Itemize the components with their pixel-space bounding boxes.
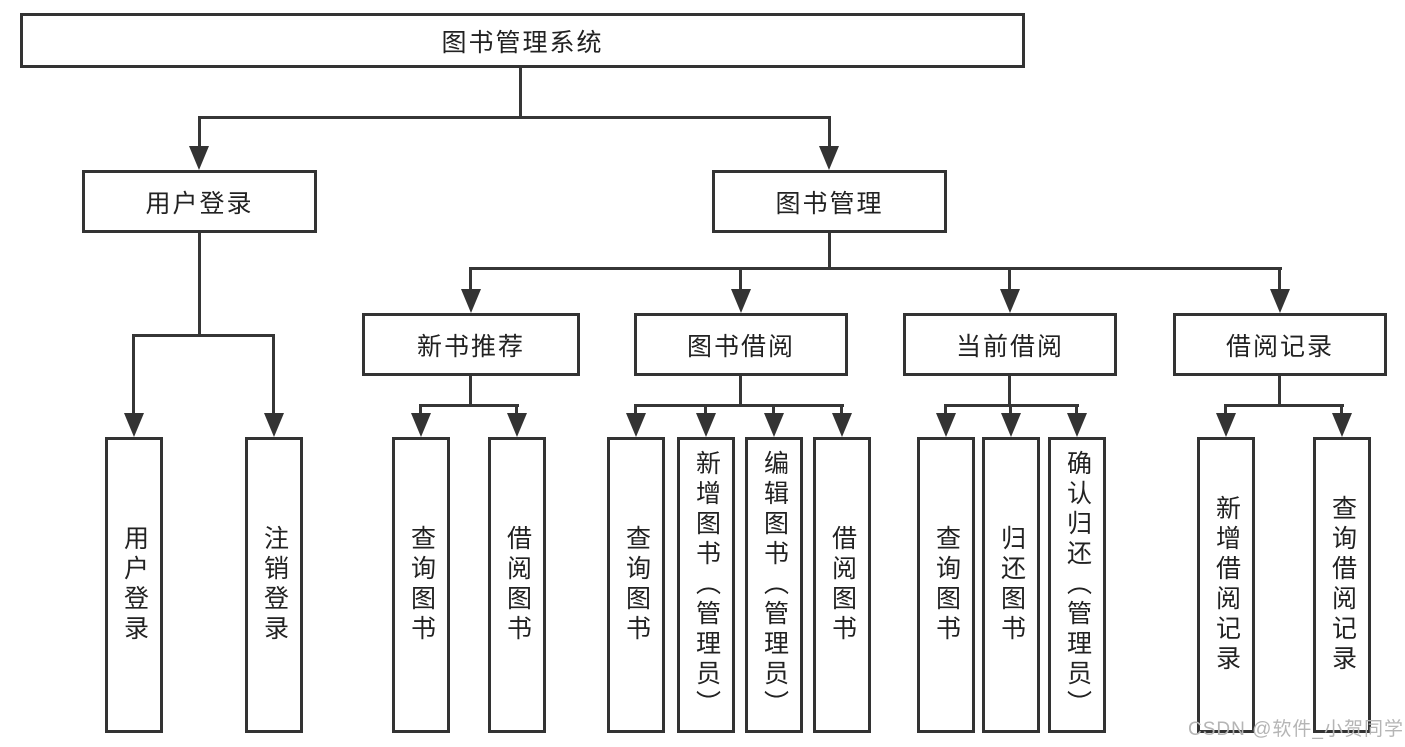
connector-leaf-drop <box>704 404 707 417</box>
leaf-edit-books-admin: 编辑图书（管理员） <box>745 437 803 733</box>
connector-group-stem <box>1008 374 1011 407</box>
connector-group-drop <box>1278 267 1281 293</box>
arrow-down-icon <box>1216 413 1236 437</box>
leaf-query-borrow-record: 查询借阅记录 <box>1313 437 1371 733</box>
connector-leaf-drop <box>1224 404 1227 417</box>
leaf-user-login: 用户登录 <box>105 437 163 733</box>
node-borrow-records: 借阅记录 <box>1173 313 1387 376</box>
connector-leaf-drop <box>132 334 135 417</box>
connector-leaf-drop <box>1075 404 1078 417</box>
connector-root-drop <box>519 66 522 118</box>
connector-level2-rail <box>198 116 831 119</box>
connector-group-stem <box>739 374 742 407</box>
leaf-borrow-books: 借阅图书 <box>813 437 871 733</box>
leaf-query-books-borrow: 查询图书 <box>607 437 665 733</box>
leaf-query-books-current: 查询图书 <box>917 437 975 733</box>
connector-leaf-drop <box>1009 404 1012 417</box>
arrow-down-icon <box>731 289 751 313</box>
arrow-down-icon <box>1000 289 1020 313</box>
arrow-down-icon <box>1001 413 1021 437</box>
connector-leaf-drop <box>515 404 518 417</box>
node-root-system: 图书管理系统 <box>20 13 1025 68</box>
arrow-down-icon <box>936 413 956 437</box>
connector-leaf-drop <box>634 404 637 417</box>
connector-leaf-rail <box>419 404 519 407</box>
connector-leaf-drop <box>840 404 843 417</box>
connector-user-login-stem <box>198 231 201 336</box>
arrow-down-icon <box>626 413 646 437</box>
connector-leaf-rail <box>634 404 844 407</box>
connector-group-drop <box>739 267 742 293</box>
leaf-borrow-books-recommend: 借阅图书 <box>488 437 546 733</box>
connector-group-drop <box>1008 267 1011 293</box>
node-user-login: 用户登录 <box>82 170 317 233</box>
arrow-down-icon <box>1332 413 1352 437</box>
connector-level3-rail <box>469 267 1282 270</box>
node-book-management: 图书管理 <box>712 170 947 233</box>
connector-book-mgmt-drop <box>828 116 831 150</box>
connector-book-mgmt-stem <box>828 231 831 269</box>
leaf-add-books-admin: 新增图书（管理员） <box>677 437 735 733</box>
arrow-down-icon <box>507 413 527 437</box>
leaf-add-borrow-record: 新增借阅记录 <box>1197 437 1255 733</box>
arrow-down-icon <box>189 146 209 170</box>
connector-leaf-drop <box>944 404 947 417</box>
arrow-down-icon <box>832 413 852 437</box>
arrow-down-icon <box>1270 289 1290 313</box>
connector-group-stem <box>469 374 472 407</box>
arrow-down-icon <box>1067 413 1087 437</box>
connector-user-login-rail <box>132 334 275 337</box>
arrow-down-icon <box>819 146 839 170</box>
arrow-down-icon <box>124 413 144 437</box>
connector-leaf-drop <box>1340 404 1343 417</box>
node-current-borrow: 当前借阅 <box>903 313 1117 376</box>
arrow-down-icon <box>264 413 284 437</box>
arrow-down-icon <box>764 413 784 437</box>
connector-group-drop <box>469 267 472 293</box>
connector-leaf-rail <box>1224 404 1344 407</box>
arrow-down-icon <box>411 413 431 437</box>
node-book-borrow: 图书借阅 <box>634 313 848 376</box>
csdn-watermark: CSDN @软件_小贺同学 <box>1188 719 1404 740</box>
connector-leaf-drop <box>272 334 275 417</box>
leaf-query-books-recommend: 查询图书 <box>392 437 450 733</box>
connector-user-login-drop <box>198 116 201 150</box>
leaf-return-books: 归还图书 <box>982 437 1040 733</box>
leaf-confirm-return-admin: 确认归还（管理员） <box>1048 437 1106 733</box>
leaf-logout: 注销登录 <box>245 437 303 733</box>
connector-leaf-drop <box>772 404 775 417</box>
arrow-down-icon <box>461 289 481 313</box>
connector-group-stem <box>1278 374 1281 407</box>
node-new-book-recommend: 新书推荐 <box>362 313 580 376</box>
connector-leaf-drop <box>419 404 422 417</box>
arrow-down-icon <box>696 413 716 437</box>
